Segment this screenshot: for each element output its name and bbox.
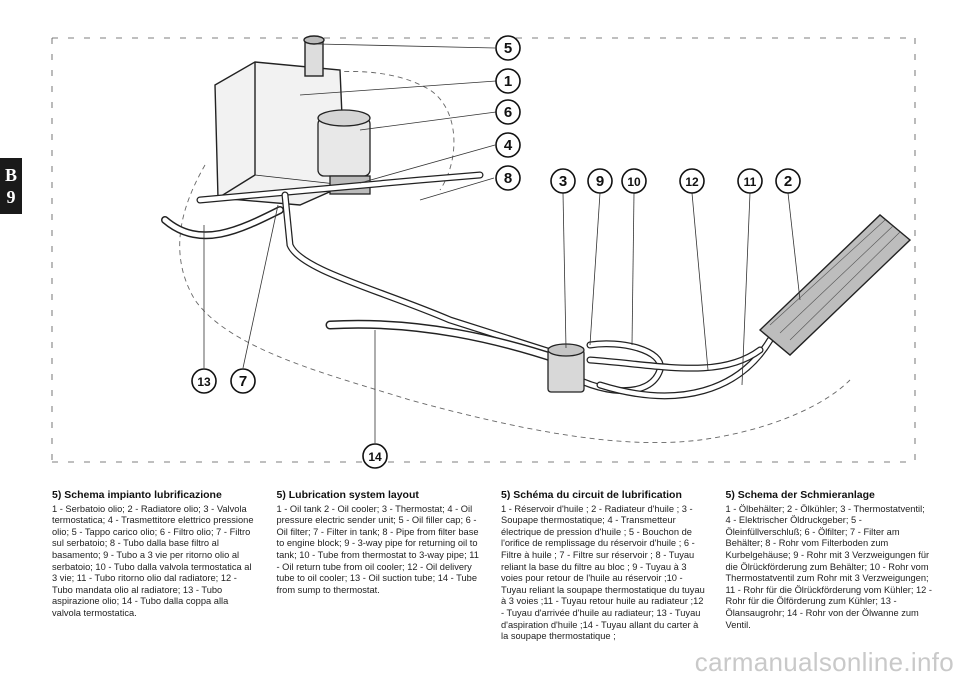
callout-13: 13 [191, 368, 217, 394]
caption-italian: 5) Schema impianto lubrificazione 1 - Se… [52, 489, 259, 670]
callout-number: 9 [596, 173, 604, 190]
caption-body-it: 1 - Serbatoio olio; 2 - Radiatore olio; … [52, 503, 254, 618]
callout-circle [550, 168, 576, 194]
callout-2: 2 [775, 168, 801, 194]
callout-circle [775, 168, 801, 194]
caption-english: 5) Lubrication system layout 1 - Oil tan… [276, 489, 484, 670]
callout-1: 1 [495, 68, 521, 94]
callout-number: 3 [559, 173, 567, 190]
callout-number: 10 [627, 175, 641, 189]
callout-number: 2 [784, 173, 792, 190]
callout-circle [737, 168, 763, 194]
oil-cooler [758, 214, 912, 356]
section-letter: B [4, 165, 17, 185]
callout-11: 11 [737, 168, 763, 194]
callout-10: 10 [621, 168, 647, 194]
callout-circle [495, 165, 521, 191]
caption-german: 5) Schema der Schmieranlage 1 - Ölbehält… [725, 489, 933, 670]
callout-12: 12 [679, 168, 705, 194]
callout-circle [495, 132, 521, 158]
caption-title-fr: 5) Schéma du circuit de lubrification [501, 489, 682, 501]
callout-number: 8 [504, 170, 512, 187]
callout-6: 6 [495, 99, 521, 125]
callout-14: 14 [362, 443, 388, 469]
oil-tank [214, 35, 346, 206]
callout-3: 3 [550, 168, 576, 194]
lubrication-diagram: 5 1 6 4 8 3 9 10 12 11 2 13 7 14 [51, 35, 916, 469]
caption-body-de: 1 - Ölbehälter; 2 - Ölkühler; 3 - Thermo… [725, 503, 933, 630]
engine-outline-top [229, 71, 455, 191]
callout-circle [679, 168, 705, 194]
callout-5: 5 [495, 35, 521, 61]
callout-7: 7 [230, 368, 256, 394]
callout-number: 7 [239, 373, 247, 390]
callout-number: 4 [504, 137, 513, 154]
callout-4: 4 [495, 132, 521, 158]
dashed-frame [51, 37, 916, 463]
callout-number: 6 [504, 104, 512, 121]
callout-circle [362, 443, 388, 469]
callout-number: 12 [685, 175, 699, 189]
caption-french: 5) Schéma du circuit de lubrification 1 … [501, 489, 708, 670]
callout-number: 1 [504, 73, 512, 90]
callout-markers: 5 1 6 4 8 3 9 10 12 11 2 13 7 14 [191, 35, 801, 469]
callout-number: 11 [744, 175, 757, 189]
caption-body-en: 1 - Oil tank 2 - Oil cooler; 3 - Thermos… [276, 503, 479, 595]
callout-circle [495, 35, 521, 61]
caption-title-de: 5) Schema der Schmieranlage [725, 489, 875, 501]
callout-circle [495, 68, 521, 94]
captions: 5) Schema impianto lubrificazione 1 - Se… [52, 489, 933, 670]
caption-title-it: 5) Schema impianto lubrificazione [52, 489, 222, 501]
engine-outline [179, 164, 851, 444]
leader-lines [203, 43, 801, 443]
callout-circle [191, 368, 217, 394]
callout-8: 8 [495, 165, 521, 191]
callout-9: 9 [587, 168, 613, 194]
callout-number: 13 [197, 375, 211, 389]
callout-circle [587, 168, 613, 194]
callout-circle [495, 99, 521, 125]
thermostat-valve [547, 343, 585, 393]
callout-number: 14 [368, 450, 382, 464]
callout-number: 5 [504, 40, 512, 57]
section-number: 9 [6, 187, 16, 207]
watermark: carmanualsonline.info [694, 647, 954, 677]
callout-circle [621, 168, 647, 194]
caption-title-en: 5) Lubrication system layout [276, 489, 419, 501]
pipes [161, 171, 774, 400]
section-tab: B 9 [0, 158, 22, 214]
callout-circle [230, 368, 256, 394]
caption-body-fr: 1 - Réservoir d'huile ; 2 - Radiateur d'… [501, 503, 705, 642]
